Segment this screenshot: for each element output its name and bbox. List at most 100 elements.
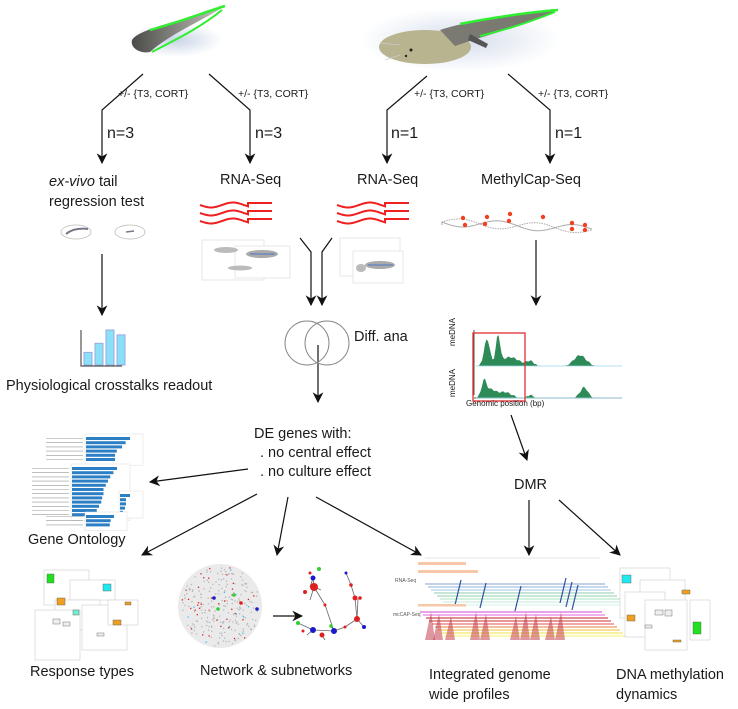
network-node xyxy=(224,605,227,607)
mccap-peak xyxy=(480,614,490,640)
network-node xyxy=(226,602,228,605)
network-node xyxy=(210,626,213,628)
network-node xyxy=(225,571,227,573)
network-node xyxy=(230,628,233,631)
de-genes-title: DE genes with: xyxy=(254,426,352,442)
network-node xyxy=(254,619,257,622)
network-node xyxy=(207,603,210,605)
network-node xyxy=(228,573,230,575)
bar-chart-icon xyxy=(80,329,126,367)
go-bar xyxy=(86,458,116,461)
network-node xyxy=(251,591,254,594)
boxplot-box xyxy=(681,589,691,595)
boxplot-frame xyxy=(34,609,81,661)
go-bar xyxy=(72,492,104,496)
network-thumbnail xyxy=(178,564,366,648)
network-hub xyxy=(212,596,216,600)
network-node xyxy=(246,624,248,626)
network-node xyxy=(187,598,190,601)
network-node xyxy=(222,578,225,580)
network-node xyxy=(207,621,209,623)
network-node xyxy=(206,579,209,581)
network-node xyxy=(190,607,192,610)
methylation-site xyxy=(540,214,546,220)
methylation-site xyxy=(506,218,512,224)
network-node xyxy=(186,592,188,595)
network-node xyxy=(232,573,234,575)
network-node xyxy=(215,581,217,583)
rna-peak xyxy=(479,582,487,609)
network-node xyxy=(247,625,250,628)
network-node xyxy=(201,612,204,614)
network-node xyxy=(244,637,246,639)
network-node xyxy=(237,637,240,640)
subnetwork-edge xyxy=(312,629,335,632)
subnetwork-node xyxy=(310,627,316,633)
network-node xyxy=(242,609,244,611)
network-node xyxy=(238,608,241,611)
methylation-site xyxy=(569,226,575,232)
subnetwork-node xyxy=(296,621,300,625)
network-node xyxy=(229,567,231,569)
venn-diagram-icon xyxy=(284,320,350,366)
rna-peak xyxy=(559,577,567,604)
network-node xyxy=(200,596,202,599)
network-node xyxy=(212,583,214,585)
methylation-site xyxy=(460,215,466,221)
subnetwork-node xyxy=(319,632,325,638)
network-node xyxy=(215,593,217,595)
network-node xyxy=(193,606,195,608)
methylcap-seq-label: MethylCap-Seq xyxy=(481,172,581,188)
network-node xyxy=(226,583,229,585)
rna-wave-icon xyxy=(199,201,272,225)
network-node xyxy=(228,596,231,598)
go-bar xyxy=(120,506,125,510)
network-node xyxy=(192,596,195,598)
go-bar xyxy=(120,502,126,506)
network-node xyxy=(250,629,253,631)
gene-ontology-thumbnail xyxy=(32,433,144,531)
network-node xyxy=(218,593,220,595)
network-node xyxy=(213,616,215,619)
network-node xyxy=(242,632,244,634)
branch-arrows xyxy=(96,73,621,622)
network-node xyxy=(205,624,208,627)
network-label: Network & subnetworks xyxy=(200,663,353,679)
go-bar xyxy=(72,479,108,483)
go-bar xyxy=(72,509,97,512)
boxplot-box xyxy=(62,621,71,627)
subnetwork-node xyxy=(358,596,362,600)
go-bar xyxy=(86,453,116,457)
network-node xyxy=(210,636,212,638)
network-node xyxy=(213,615,215,617)
go-bar xyxy=(86,441,126,445)
network-node xyxy=(211,630,213,633)
treatment-label: +/- {T3, CORT} xyxy=(538,88,609,100)
network-node xyxy=(230,569,232,571)
network-node xyxy=(233,591,235,594)
network-node xyxy=(240,576,242,578)
network-node xyxy=(222,627,225,630)
network-node xyxy=(244,617,247,619)
network-node xyxy=(234,600,236,602)
network-node xyxy=(217,641,219,644)
methylation-site xyxy=(484,214,490,220)
network-node xyxy=(246,622,249,625)
network-node xyxy=(256,610,259,612)
gene-ontology-label: Gene Ontology xyxy=(28,532,126,548)
network-node xyxy=(250,628,252,630)
network-node xyxy=(205,641,207,643)
network-node xyxy=(236,601,239,603)
network-node xyxy=(249,600,251,603)
network-node xyxy=(236,621,238,623)
network-node xyxy=(221,573,224,576)
network-node xyxy=(191,623,194,625)
subnetwork-node xyxy=(323,603,327,607)
subnetwork-node xyxy=(329,624,333,628)
boxplot-box xyxy=(72,609,80,616)
network-node xyxy=(217,572,219,575)
network-node xyxy=(251,601,253,604)
